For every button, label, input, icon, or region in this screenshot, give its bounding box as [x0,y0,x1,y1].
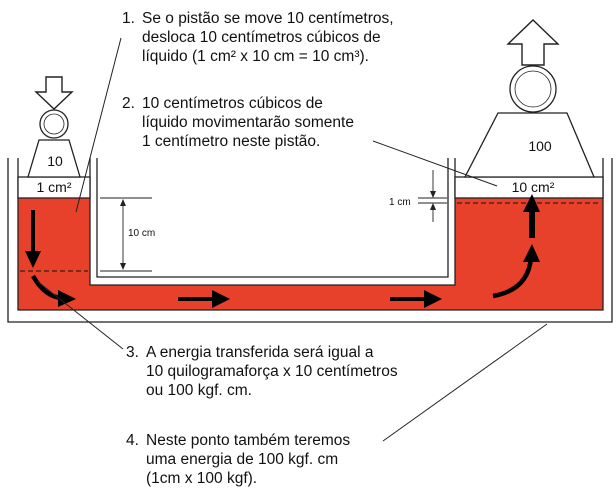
sphere-icon-large-inner [514,70,552,108]
note-2-line: 10 centímetros cúbicos de [142,95,323,112]
note-3-number: 3. [126,344,139,361]
note-1-leader [75,37,122,213]
flow-arrow-icon-up [523,194,540,238]
note-3-line: 10 quilogramaforça x 10 centímetros [146,363,398,380]
dim-1cm-arrowhead-top [430,191,436,198]
note-3-text: A energia transferida será igual a 10 qu… [126,343,398,400]
note-2-line: líquido movimentarão somente [142,114,354,131]
note-1-number: 1. [122,10,135,27]
small-piston-weight-label: 10 [47,153,63,169]
note-3-line: A energia transferida será igual a [146,344,374,361]
note-3-leader [36,280,124,350]
large-piston-weight [463,112,595,178]
container-outer-wall [7,158,613,323]
dim-1cm-label: 1 cm [389,197,411,208]
note-1-text: Se o pistão se move 10 centímetros, desl… [122,9,394,66]
sphere-icon-large [509,65,557,113]
note-4-line: uma energia de 100 kgf. cm [146,451,339,468]
flow-arrow-icon-curve-left [31,274,76,307]
note-4-number: 4. [126,432,139,449]
note-1-line: desloca 10 centímetros cúbicos de [142,29,381,46]
note-4-line: Neste ponto também teremos [146,432,351,449]
note-1: 1. Se o pistão se move 10 centímetros, d… [122,9,394,66]
note-4: 4. Neste ponto também teremos uma energi… [126,431,350,488]
middle-divider-inner [96,158,449,278]
flow-arrow-icon-channel-1 [178,290,230,308]
small-piston-weight [27,139,81,178]
note-2-leader [372,140,498,187]
up-arrow-icon [506,19,560,66]
large-piston-weight-label: 100 [528,138,552,154]
dim-10cm-label: 10 cm [128,228,155,239]
dim-1cm-arrowhead-bottom [430,203,436,210]
note-2-line: 1 centímetro neste pistão. [142,133,321,150]
dim-10cm-arrowhead-bottom [120,263,126,270]
note-3-line: ou 100 kgf. cm. [146,382,252,399]
note-2-number: 2. [122,95,135,112]
note-4-leader [382,323,548,442]
flow-arrow-icon-curve-right [492,244,540,299]
note-3: 3. A energia transferida será igual a 10… [126,343,398,400]
note-1-line: Se o pistão se move 10 centímetros, [142,10,394,27]
middle-divider-outer [89,158,456,286]
hydraulic-fluid [18,198,603,310]
note-4-line: (1cm x 100 kgf). [146,470,258,487]
sphere-icon-inner [43,113,65,135]
small-piston-area-label: 1 cm² [37,179,72,195]
down-arrow-icon [34,76,74,110]
note-2-text: 10 centímetros cúbicos de líquido movime… [122,94,354,151]
dim-10cm-arrowhead-top [120,199,126,206]
note-2: 2. 10 centímetros cúbicos de líquido mov… [122,94,354,151]
note-1-line: líquido (1 cm² x 10 cm = 10 cm³). [142,48,369,65]
flow-arrow-icon-channel-2 [390,290,442,308]
large-piston-area-label: 10 cm² [512,179,555,195]
container-inner-wall [17,158,604,311]
flow-arrow-icon [25,210,41,268]
note-4-text: Neste ponto também teremos uma energia d… [126,431,350,488]
